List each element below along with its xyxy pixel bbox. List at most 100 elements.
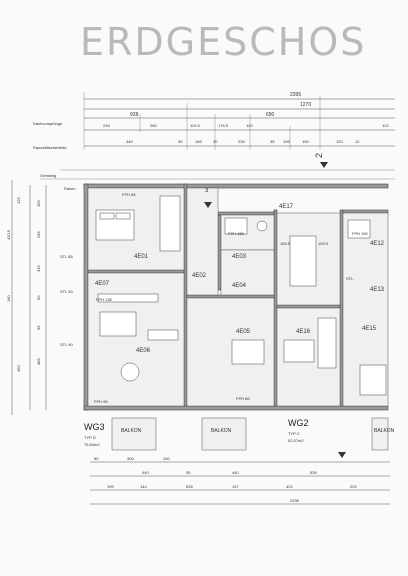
- dim-bottom-10: 137: [232, 484, 239, 489]
- row-label-2: Gehsteig: [40, 173, 56, 178]
- room-4E07: 4E07: [95, 281, 110, 287]
- top-dimension-lines: [83, 92, 395, 150]
- section-arrow-bottom: [338, 452, 346, 458]
- room-4E05: 4E05: [236, 329, 251, 335]
- dim-bottom-11: 422: [286, 484, 293, 489]
- room-codes: 4E01 4E02 4E03 4E04 4E05 4E06 4E07 4E12 …: [95, 204, 385, 354]
- room-4E12: 4E12: [370, 241, 385, 247]
- note-169-5: 169.5: [280, 241, 291, 246]
- unit-wg2-type: TYP C: [288, 431, 300, 436]
- dim-bottom-6: 535: [310, 470, 317, 475]
- balcony-label-extra: BALKON: [374, 428, 395, 434]
- note-fph-85: FPH 85: [122, 192, 136, 197]
- dim-bottom-0: 80: [94, 456, 99, 461]
- note-stl-85: STL 85: [60, 254, 74, 259]
- section-arrow-top: [320, 162, 328, 168]
- top-dimension-labels: 2395 1270 928 690 235 280 110.5 176.5 12…: [103, 92, 389, 144]
- unit-wg2-area: 52,57m2: [288, 438, 304, 443]
- dim-top-7: 176.5: [218, 123, 229, 128]
- dim-bottom-12: 202: [350, 484, 357, 489]
- dim-top-18: 12: [355, 139, 360, 144]
- dim-top-13: 235: [238, 139, 245, 144]
- dim-bottom-2: 100: [163, 456, 170, 461]
- left-dimension-lines: [11, 180, 47, 415]
- note-stl-90-a: STL 90: [60, 289, 74, 294]
- dim-bottom-4: 35: [186, 470, 191, 475]
- dim-top-4: 235: [103, 123, 110, 128]
- dim-top-8: 120: [246, 123, 253, 128]
- section-marker-3: 3: [205, 188, 209, 194]
- left-dimension-labels: 125 165 245 420.5 315 90 140 485 95 450: [6, 197, 41, 372]
- dim-bottom-1: 300: [127, 456, 134, 461]
- dim-top-9: 440: [126, 139, 133, 144]
- bottom-dimension-labels: 80 300 100 440 35 440 535 199 144 535 13…: [94, 456, 357, 503]
- unit-wg3-type: TYP D: [84, 435, 96, 440]
- unit-wg3-name: WG3: [84, 422, 105, 432]
- note-fph-150: FPH 150: [352, 231, 369, 236]
- dim-top-10: 35: [178, 139, 183, 144]
- room-4E04: 4E04: [232, 283, 247, 289]
- row-label-3: Rasen: [64, 186, 76, 191]
- dim-top-6: 110.5: [190, 123, 200, 128]
- section-marker-2: 2: [314, 153, 324, 158]
- bottom-dimension-lines: [90, 461, 390, 505]
- dim-left-6: 140: [6, 295, 11, 302]
- room-4E15: 4E15: [362, 326, 377, 332]
- balcony-label-wg3: BALKON: [121, 428, 142, 434]
- page-title: ERDGESCHOS: [80, 20, 367, 64]
- section-arrows: [204, 162, 346, 458]
- dim-top-3: 690: [266, 112, 275, 118]
- room-4E06: 4E06: [136, 348, 151, 354]
- section-arrow-3: [204, 202, 212, 208]
- room-4E01: 4E01: [134, 254, 149, 260]
- dim-left-1: 165: [36, 200, 41, 207]
- dim-left-4: 315: [36, 265, 41, 272]
- note-stl: STL: [346, 276, 354, 281]
- note-fph-135: FPH 135: [96, 297, 113, 302]
- room-4E13: 4E13: [370, 287, 385, 293]
- dim-top-17: 120: [336, 139, 343, 144]
- dim-top-14: 35: [270, 139, 275, 144]
- dim-bottom-5: 440: [232, 470, 239, 475]
- note-stl-90-b: STL 90: [60, 342, 74, 347]
- unit-wg2-name: WG2: [288, 418, 309, 428]
- dim-top-16: 100: [302, 139, 309, 144]
- dim-top-5: 280: [150, 123, 157, 128]
- dim-bottom-7: 199: [107, 484, 114, 489]
- dim-left-8: 95: [36, 325, 41, 330]
- dim-left-9: 450: [16, 365, 21, 372]
- dim-left-7: 485: [36, 358, 41, 365]
- row-label-0: Dachvorsprünge: [33, 121, 63, 126]
- note-fph-86: FPH 86: [236, 396, 250, 401]
- row-labels: Dachvorsprünge Rauasfläschenliste Gehste…: [33, 121, 395, 191]
- dim-bottom-13: 2335: [290, 498, 300, 503]
- dim-left-5: 90: [36, 295, 41, 300]
- dim-top-2: 928: [130, 112, 139, 118]
- building-walls: [83, 183, 389, 411]
- dim-bottom-9: 535: [186, 484, 193, 489]
- dim-left-0: 125: [16, 197, 21, 204]
- room-4E03: 4E03: [232, 254, 247, 260]
- note-109-5: 109.5: [318, 241, 329, 246]
- note-fph-155: FPH 155: [228, 231, 245, 236]
- dim-left-2: 245: [36, 231, 41, 238]
- unit-labels: WG3 TYP D 75,84m2 WG2 TYP C 52,57m2: [84, 418, 309, 447]
- dim-bottom-8: 144: [140, 484, 147, 489]
- balcony-label-wg2: BALKON: [211, 428, 232, 434]
- room-4E17: 4E17: [279, 204, 294, 210]
- unit-wg3-area: 75,84m2: [84, 442, 100, 447]
- dim-top-11: 185: [195, 139, 202, 144]
- room-4E02: 4E02: [192, 273, 207, 279]
- dim-left-3: 420.5: [6, 229, 11, 240]
- dim-top-1: 1270: [300, 102, 311, 108]
- dim-top-0: 2395: [290, 92, 301, 98]
- dim-top-19: 122: [382, 123, 389, 128]
- note-fph-95: FPH 95: [94, 399, 108, 404]
- row-label-1: Rauasfläschenliste: [33, 145, 67, 150]
- room-4E16: 4E16: [296, 329, 311, 335]
- furniture: [95, 195, 387, 396]
- dim-top-12: 20: [213, 139, 218, 144]
- balconies: BALKON BALKON BALKON: [111, 417, 395, 451]
